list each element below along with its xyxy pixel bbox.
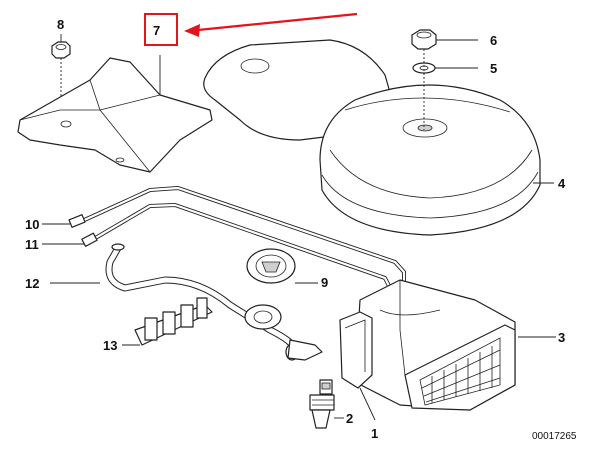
label-8: 8 [57,17,64,32]
part-4-housing [203,39,541,236]
label-5: 5 [490,61,497,76]
part-10-line [42,186,406,287]
part-13-holder [122,297,213,346]
label-2: 2 [346,411,353,426]
diagram-code: 00017265 [532,431,577,442]
canister-grille [419,337,501,406]
part-11-line [42,203,392,302]
part-7-heat-shield [17,55,213,173]
part-12-hose [50,243,323,361]
highlight-box-7 [144,13,178,46]
highlight-arrow [184,12,358,37]
label-6: 6 [490,33,497,48]
part-1-bracket [339,311,376,421]
label-1: 1 [371,426,378,441]
label-11: 11 [25,237,39,252]
part-3-canister [354,279,556,411]
part-2-valve [309,379,344,429]
part-9-grommet [246,248,318,284]
label-4: 4 [558,176,566,191]
label-3: 3 [558,330,565,345]
part-5-washer [412,62,478,74]
label-13: 13 [103,338,117,353]
label-10: 10 [25,217,39,232]
label-7: 7 [153,23,160,38]
part-6-nut [411,29,478,50]
label-12: 12 [25,276,39,291]
part-8-nut [51,34,71,110]
label-9: 9 [321,275,328,290]
